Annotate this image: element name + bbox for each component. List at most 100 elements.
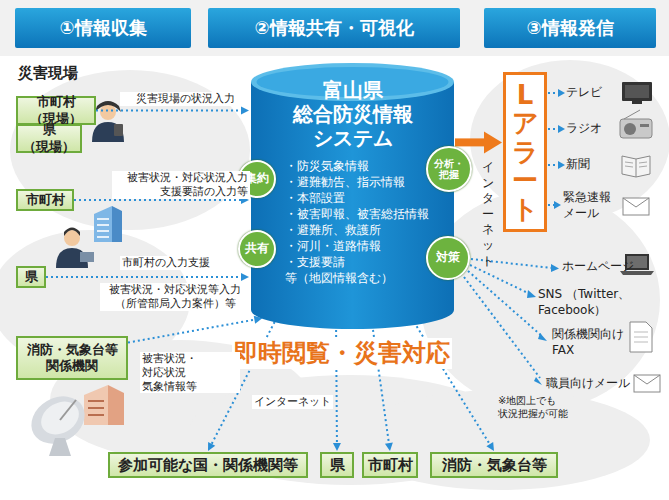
node-text: 消防・気象台等 xyxy=(442,456,547,475)
shape-part xyxy=(625,166,633,167)
section-header: ③情報発信 xyxy=(484,8,656,48)
source-box: 県 xyxy=(16,266,46,288)
satellite-dish-icon xyxy=(23,387,93,456)
shape-part xyxy=(94,206,112,242)
shape-part xyxy=(74,199,241,201)
function-circle: 分析・把握 xyxy=(426,146,472,192)
edge-label: 災害現場の状況入力 xyxy=(120,92,250,106)
shape-part xyxy=(622,82,652,101)
function-circle: 対策 xyxy=(426,236,470,280)
person-icon xyxy=(56,228,94,269)
source-box: 市町村 xyxy=(16,189,74,211)
shape-part xyxy=(634,375,660,392)
shape-part xyxy=(97,224,109,226)
shape-part xyxy=(385,443,393,451)
shape-part xyxy=(112,206,122,242)
section-header: ②情報共有・可視化 xyxy=(208,8,460,48)
output-label: ラジオ xyxy=(566,121,602,137)
shape-part xyxy=(35,395,85,441)
shape-part xyxy=(634,375,660,384)
shape-part xyxy=(241,107,249,115)
edge-label: 被害状況・対応状況入力 支援要請の入力等 xyxy=(112,171,250,199)
shape-part xyxy=(538,333,547,341)
output-label: SNS （Twitter、Facebook） xyxy=(538,287,656,318)
recipient-box: 参加可能な国・関係機関等 xyxy=(108,452,308,478)
shape-part xyxy=(624,123,636,135)
shape-part xyxy=(620,119,652,138)
shape-part xyxy=(625,162,633,163)
envelope-icon xyxy=(623,198,649,215)
radio-icon xyxy=(620,110,652,138)
flow-label: 市町村の入力支援 xyxy=(120,256,212,270)
shape-part xyxy=(108,385,124,425)
shape-part xyxy=(88,407,104,409)
node-text: ③情報発信 xyxy=(526,16,613,40)
note: ※地図上でも 状況把握が可能 xyxy=(498,394,598,420)
shape-part xyxy=(60,400,76,420)
shape-part xyxy=(470,265,530,294)
headline: 即時閲覧・災害対応 xyxy=(232,338,452,369)
node-text: 市町村 xyxy=(26,192,65,208)
section-header: ①情報収集 xyxy=(15,8,191,48)
source-box: 市町村（現場） xyxy=(16,96,96,125)
system-cylinder: 富山県 総合防災情報 システム・防災気象情報・避難勧告、指示情報・本部設置・被害… xyxy=(250,62,455,330)
shape-part xyxy=(639,162,647,163)
person-icon xyxy=(92,101,124,142)
output-label: 新聞 xyxy=(566,157,590,173)
node-text: 参加可能な国・関係機関等 xyxy=(118,456,298,475)
shape-part xyxy=(548,164,558,166)
node-text: 分析・把握 xyxy=(433,158,465,180)
node-text: 対策 xyxy=(436,251,460,264)
system-item: ・本部設置 xyxy=(285,190,455,206)
system-title: 富山県 総合防災情報 システム xyxy=(288,78,418,150)
node-text: ①情報収集 xyxy=(59,16,146,40)
shape-part xyxy=(640,124,649,127)
source-box: 県（現場） xyxy=(16,124,82,153)
shape-part xyxy=(333,443,341,451)
system-item: 等（地図情報含む） xyxy=(285,270,455,286)
shape-part xyxy=(46,276,241,278)
shape-part xyxy=(632,101,642,104)
function-circle: 共有 xyxy=(238,230,276,268)
system-item-list: ・防災気象情報・避難勧告、指示情報・本部設置・被害即報、被害総括情報・避難所、救… xyxy=(250,158,455,286)
shape-part xyxy=(639,166,647,167)
shape-part xyxy=(634,342,648,343)
shape-part xyxy=(624,110,640,119)
shape-part xyxy=(84,385,108,425)
shape-part xyxy=(49,438,71,456)
shape-part xyxy=(88,414,104,416)
envelope-icon xyxy=(634,375,660,392)
edge-label: 被害状況・対応状況 気象情報等 xyxy=(140,352,240,393)
shape-part xyxy=(534,377,542,385)
shape-part xyxy=(88,400,104,416)
l-alert-box: Lアラート xyxy=(503,72,547,232)
shape-part xyxy=(527,290,536,298)
edge-label: 被害状況・対応状況等入力 （所管部局入力案件）等 xyxy=(100,283,250,311)
shape-part xyxy=(622,156,650,177)
system-item: ・被害即報、被害総括情報 xyxy=(285,206,455,222)
tv-icon xyxy=(622,82,652,104)
shape-part xyxy=(97,218,109,238)
network-label: インターネット xyxy=(482,160,494,269)
shape-part xyxy=(548,92,558,94)
node-text: 県 xyxy=(25,269,38,285)
shape-part xyxy=(623,198,649,215)
shape-part xyxy=(114,124,123,136)
building-icon xyxy=(94,206,122,242)
network-label: インターネット xyxy=(252,395,333,409)
shape-part xyxy=(634,332,648,333)
node-text: ②情報共有・可視化 xyxy=(254,16,413,40)
shape-part xyxy=(88,400,104,402)
node-text: 消防・気象台等 関係機関 xyxy=(23,342,121,375)
shape-part xyxy=(551,264,559,272)
dotted-connector xyxy=(96,107,249,115)
node-text: Lアラート xyxy=(512,81,538,224)
node-text: 共有 xyxy=(245,242,269,255)
shape-part xyxy=(97,218,109,220)
node-text: 市町村（現場） xyxy=(23,94,89,127)
node-text: 市町村 xyxy=(368,456,413,475)
shape-part xyxy=(241,273,249,281)
shape-part xyxy=(92,122,124,142)
node-text: 県 xyxy=(330,456,345,475)
